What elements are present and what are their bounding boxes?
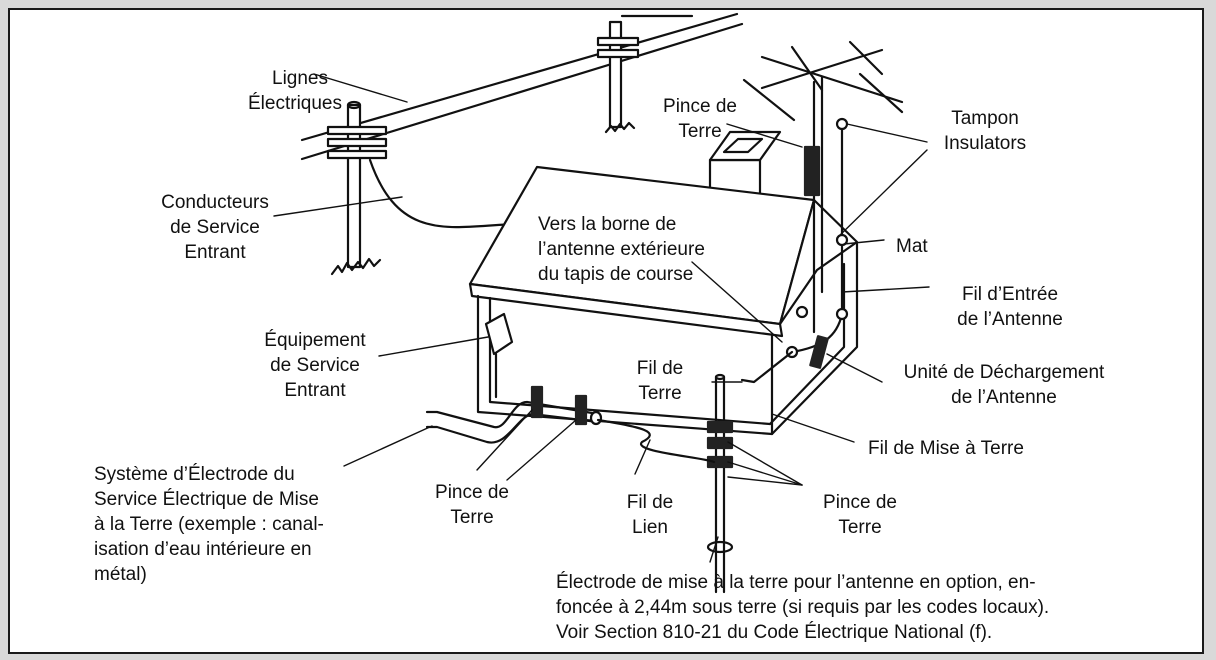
antenna-discharge-unit	[809, 335, 829, 369]
label-mast: Mat	[896, 236, 928, 257]
power-lines	[300, 12, 744, 161]
ground-wires	[706, 350, 794, 594]
label-insulators: Tampon Insulators	[943, 108, 1027, 154]
utility-pole-left	[326, 100, 388, 276]
water-pipe	[425, 385, 716, 464]
leader-lines	[273, 73, 930, 563]
label-antenna-terminal: Vers la borne de l’antenne extérieure du…	[538, 214, 705, 285]
service-equipment-box	[484, 312, 514, 399]
label-power-lines: Lignes Électriques	[248, 68, 342, 114]
utility-pole-right	[596, 20, 640, 134]
label-ground-clamps-right: Pince de Terre	[823, 492, 897, 538]
house	[468, 130, 859, 436]
label-ground-clamp-top: Pince de Terre	[663, 96, 737, 142]
antenna-grounding-illustration	[273, 12, 930, 594]
label-grounding-conductor: Fil de Mise à Terre	[868, 438, 1024, 459]
label-bonding-wire: Fil de Lien	[626, 492, 674, 538]
label-service-conductors: Conducteurs de Service Entrant	[161, 192, 269, 263]
label-discharge-unit: Unité de Déchargement de l’Antenne	[903, 362, 1105, 408]
diagram-frame: Lignes Électriques Conducteurs de Servic…	[8, 8, 1204, 654]
label-electrode-system: Système d’Électrode du Service Électriqu…	[94, 464, 324, 585]
label-optional-electrode: Électrode de mise à la terre pour l’ante…	[556, 572, 1050, 643]
label-lead-in-wire: Fil d’Entrée de l’Antenne	[957, 284, 1063, 330]
label-service-equipment: Équipement de Service Entrant	[264, 330, 366, 401]
label-ground-clamp-left: Pince de Terre	[435, 482, 509, 528]
label-ground-wire: Fil de Terre	[636, 358, 684, 404]
antenna	[742, 40, 904, 334]
